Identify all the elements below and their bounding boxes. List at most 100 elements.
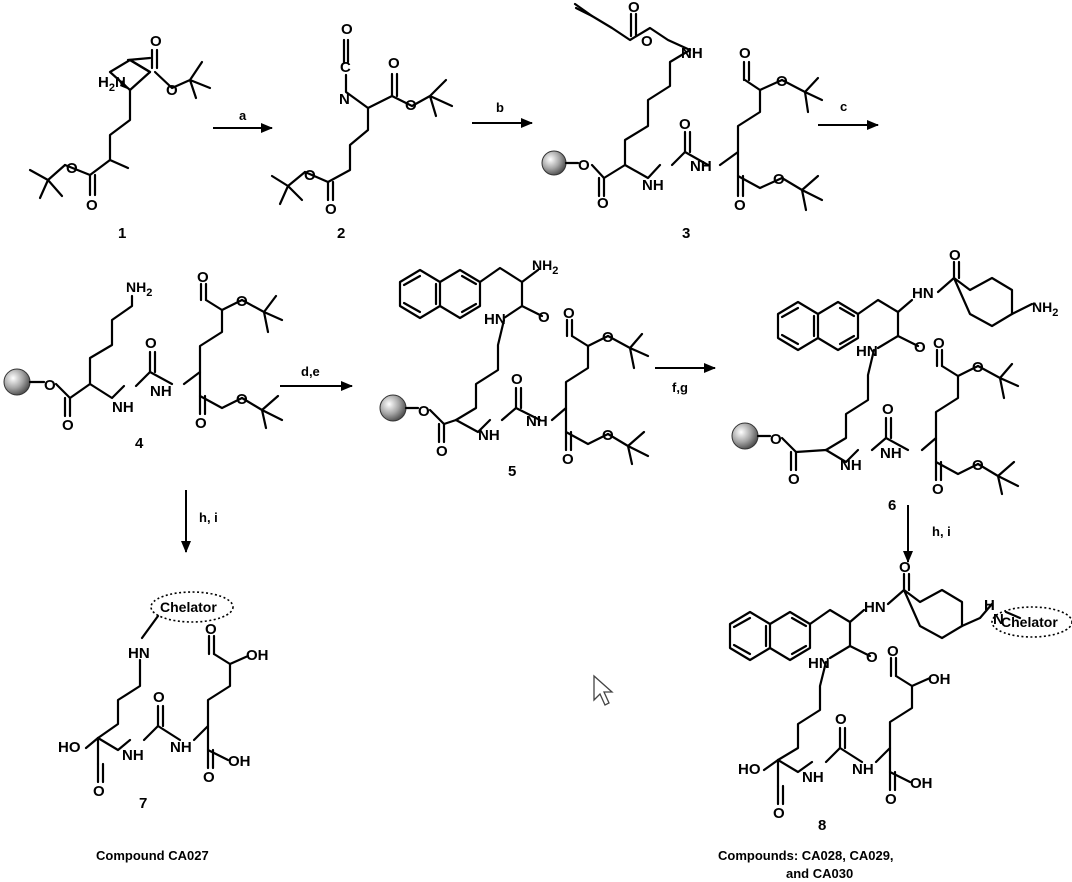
oxygen-label: O <box>195 415 207 432</box>
hydroxyl-oh-label: OH <box>228 753 251 770</box>
amine-n-label: N <box>993 611 1004 628</box>
arrow-cursor-icon <box>593 674 614 706</box>
hydroxyl-oh-label: OH <box>928 671 951 688</box>
step-label-de: d,e <box>301 364 320 379</box>
oxygen-label: O <box>341 21 353 38</box>
amine-nh2-label: NH2 <box>126 279 152 299</box>
oxygen-label: O <box>933 335 945 352</box>
oxygen-label: O <box>734 197 746 214</box>
oxygen-label: O <box>972 457 984 474</box>
oxygen-label: O <box>325 201 337 218</box>
urea-nh-label: NH <box>852 761 874 778</box>
urea-nh-label: NH <box>122 747 144 764</box>
oxygen-label: O <box>436 443 448 460</box>
amine-label: H2N <box>98 74 126 94</box>
amide-hn-label: HN <box>856 343 878 360</box>
amide-hn-label: HN <box>808 655 830 672</box>
oxygen-label: O <box>641 33 653 50</box>
oxygen-label: O <box>887 643 899 660</box>
oxygen-label: O <box>578 157 590 174</box>
oxygen-label: O <box>511 371 523 388</box>
oxygen-label: O <box>773 171 785 188</box>
amine-h-label: H <box>984 597 995 614</box>
oxygen-label: O <box>835 711 847 728</box>
compound-number-4: 4 <box>135 435 144 452</box>
oxygen-label: O <box>44 377 56 394</box>
oxygen-label: O <box>899 559 911 576</box>
hydroxyl-oh-label: OH <box>246 647 269 664</box>
compound-4-structure: O O NH NH O NH2 O O O O <box>3 269 284 434</box>
oxygen-label: O <box>405 97 417 114</box>
oxygen-label: O <box>773 805 785 822</box>
oxygen-label: O <box>679 116 691 133</box>
compound-number-3: 3 <box>682 225 690 242</box>
urea-nh-label: NH <box>526 413 548 430</box>
oxygen-label: O <box>418 403 430 420</box>
compound-3-structure: O O NH NH O NH O O O O O O <box>541 0 824 214</box>
oxygen-label: O <box>166 82 178 99</box>
carbamate-nh-label: NH <box>681 45 703 62</box>
caption-compound-7: Compound CA027 <box>96 848 209 863</box>
resin-bead-icon <box>3 368 31 396</box>
chelator-ellipse <box>991 606 1072 638</box>
amide-hn-label: HN <box>484 311 506 328</box>
oxygen-label: O <box>153 689 165 706</box>
compound-number-7: 7 <box>139 795 147 812</box>
resin-bead-icon <box>379 394 407 422</box>
urea-nh-label: NH <box>478 427 500 444</box>
urea-nh-label: NH <box>690 158 712 175</box>
urea-nh-label: NH <box>802 769 824 786</box>
oxygen-label: O <box>86 197 98 214</box>
oxygen-label: O <box>388 55 400 72</box>
oxygen-label: O <box>562 451 574 468</box>
oxygen-label: O <box>628 0 640 16</box>
compound-6-structure: HN O NH2 O HN O O NH NH O O O O O <box>731 247 1058 498</box>
caption-compound-8-line1: Compounds: CA028, CA029, <box>718 848 894 863</box>
compound-8-structure: Chelator HN O H N O HN HO O NH NH O O OH… <box>728 559 1072 822</box>
oxygen-label: O <box>602 329 614 346</box>
chelator-label: Chelator <box>160 599 217 615</box>
compound-number-6: 6 <box>888 497 896 514</box>
oxygen-label: O <box>914 339 926 356</box>
oxygen-label: O <box>236 293 248 310</box>
oxygen-label: O <box>788 471 800 488</box>
urea-nh-label: NH <box>880 445 902 462</box>
amine-nh2-label: NH2 <box>532 257 558 277</box>
oxygen-label: O <box>563 305 575 322</box>
oxygen-label: O <box>150 33 162 50</box>
step-label-c: c <box>840 99 847 114</box>
oxygen-label: O <box>776 73 788 90</box>
amide-hn-label: HN <box>864 599 886 616</box>
amide-hn-label: HN <box>912 285 934 302</box>
oxygen-label: O <box>93 783 105 800</box>
oxygen-label: O <box>885 791 897 808</box>
compound-number-2: 2 <box>337 225 345 242</box>
resin-bead-icon <box>541 150 567 176</box>
hydroxyl-oh-label: OH <box>910 775 933 792</box>
oxygen-label: O <box>62 417 74 434</box>
oxygen-label: O <box>203 769 215 786</box>
isocyanate-carbon-label: C <box>340 59 351 76</box>
oxygen-label: O <box>882 401 894 418</box>
compound-1-structure: H2N O O O O <box>28 33 212 214</box>
chelator-label: Chelator <box>1001 614 1058 630</box>
oxygen-label: O <box>739 45 751 62</box>
isocyanate-nitrogen-label: N <box>339 91 350 108</box>
amine-nh2-label: NH2 <box>1032 299 1058 319</box>
step-label-b: b <box>496 100 504 115</box>
compound-2-structure: O C N O O O O <box>270 21 454 218</box>
compound-number-5: 5 <box>508 463 516 480</box>
oxygen-label: O <box>602 427 614 444</box>
oxygen-label: O <box>66 160 78 177</box>
oxygen-label: O <box>538 309 550 326</box>
oxygen-label: O <box>866 649 878 666</box>
urea-nh-label: NH <box>150 383 172 400</box>
oxygen-label: O <box>932 481 944 498</box>
chelator-ellipse <box>150 591 234 623</box>
oxygen-label: O <box>597 195 609 212</box>
resin-bead-icon <box>731 422 759 450</box>
oxygen-label: O <box>236 391 248 408</box>
compound-number-8: 8 <box>818 817 826 834</box>
oxygen-label: O <box>145 335 157 352</box>
